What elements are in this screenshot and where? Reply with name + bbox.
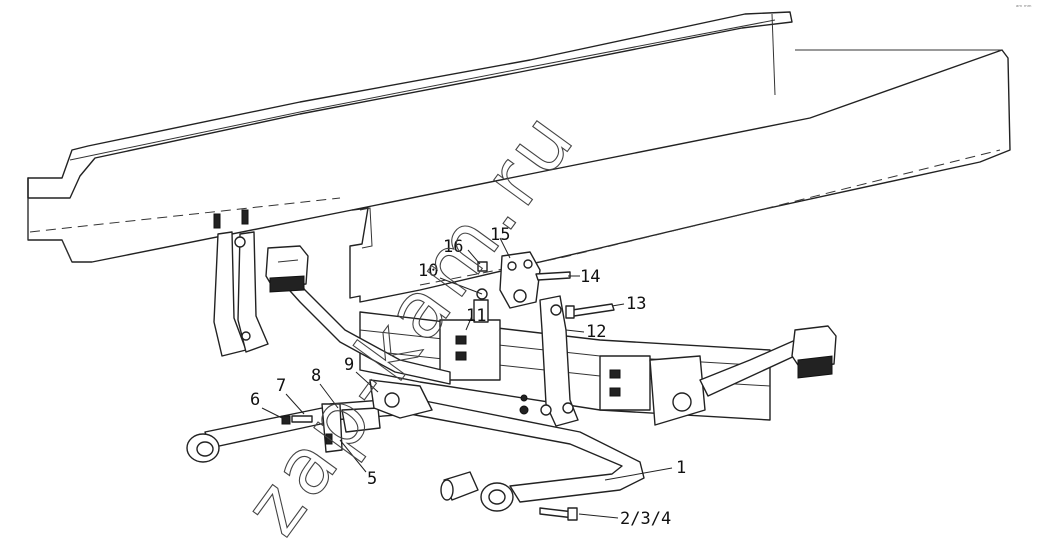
callout-13: 13 (626, 294, 646, 314)
callout-6: 6 (250, 390, 260, 410)
bushing (440, 471, 578, 521)
callouts: 1 2/3/4 5 6 7 8 9 10 11 12 13 14 15 16 (250, 225, 686, 529)
callout-15: 15 (490, 225, 510, 245)
left-arm (281, 269, 451, 385)
bolt-13-14 (535, 271, 615, 319)
callout-5: 5 (367, 469, 377, 489)
callout-10: 10 (418, 261, 438, 281)
clamp-9 (369, 379, 433, 419)
frame-rail-upper (27, 11, 793, 199)
left-bracket (213, 209, 269, 357)
callout-2-3-4: 2/3/4 (620, 509, 671, 529)
frame-side-member (27, 49, 1011, 303)
left-cab-mount (265, 245, 309, 293)
corner-mark: ᵃᵐ ᵐᵐ (1016, 4, 1032, 11)
clamp-bracket (281, 403, 381, 453)
link-plate (539, 295, 579, 427)
callout-1: 1 (676, 458, 686, 478)
leader-lines (261, 237, 673, 519)
callout-14: 14 (580, 267, 600, 287)
callout-12: 12 (586, 322, 606, 342)
callout-7: 7 (276, 376, 286, 396)
small-parts (473, 261, 529, 415)
callout-16: 16 (443, 237, 463, 257)
right-cab-mount (791, 325, 837, 379)
bracket-15 (499, 251, 541, 309)
callout-11: 11 (466, 306, 486, 326)
callout-9: 9 (344, 355, 354, 375)
callout-8: 8 (311, 366, 321, 386)
